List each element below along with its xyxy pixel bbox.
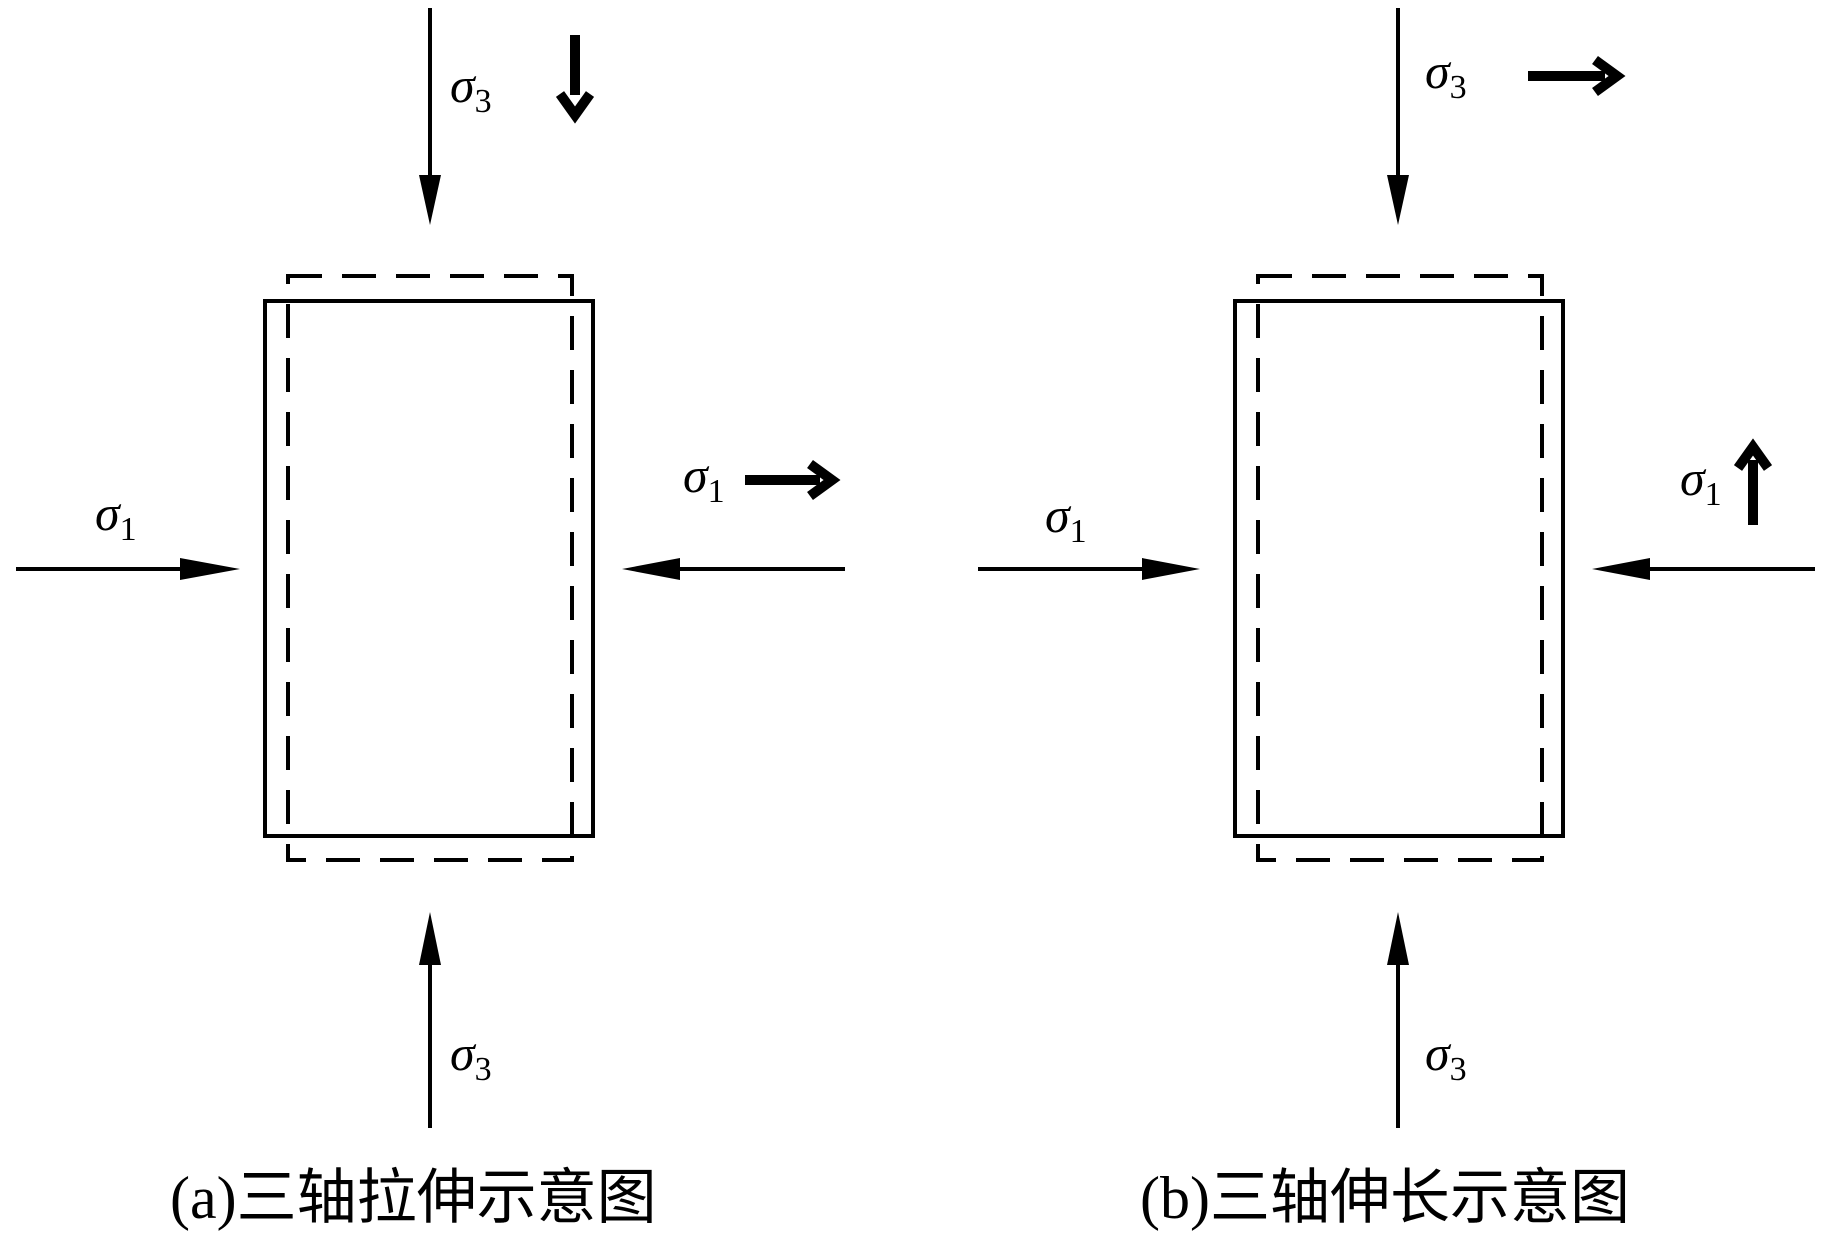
label-sigma3-a-top: σ3 [450,57,492,120]
arrow-a-bottom [419,912,441,1128]
panel-a: σ3 σ3 σ1 σ1 (a)三轴拉伸示意图 [16,8,845,1231]
label-sigma3-b-top: σ3 [1425,43,1467,106]
specimen-a-dashed [286,274,574,862]
arrow-b-left [978,558,1200,580]
bold-arrow-b-right-icon [1528,55,1626,97]
specimen-b-solid [1233,299,1565,838]
label-sigma1-b-right: σ1 [1680,450,1722,513]
caption-b: (b)三轴伸长示意图 [1140,1165,1630,1231]
arrow-b-bottom [1387,912,1409,1128]
specimen-b-dashed [1256,274,1544,862]
specimen-a-solid [263,299,595,838]
label-sigma3-a-bottom: σ3 [450,1025,492,1088]
caption-a: (a)三轴拉伸示意图 [170,1165,657,1231]
arrow-b-top [1387,8,1409,225]
panel-b: σ3 σ3 σ1 σ1 (b)三轴伸长示意图 [978,8,1815,1231]
bold-arrow-b-up-icon [1733,438,1773,525]
arrow-a-top [419,8,441,225]
bold-arrow-a-down-icon [555,35,595,124]
bold-arrow-a-right-icon [745,459,841,501]
label-sigma3-b-bottom: σ3 [1425,1025,1467,1088]
label-sigma1-b-left: σ1 [1045,487,1087,550]
label-sigma1-a-right: σ1 [683,447,725,510]
arrow-b-right [1592,558,1815,580]
arrow-a-left [16,558,240,580]
label-sigma1-a-left: σ1 [95,485,137,548]
arrow-a-right [622,558,845,580]
